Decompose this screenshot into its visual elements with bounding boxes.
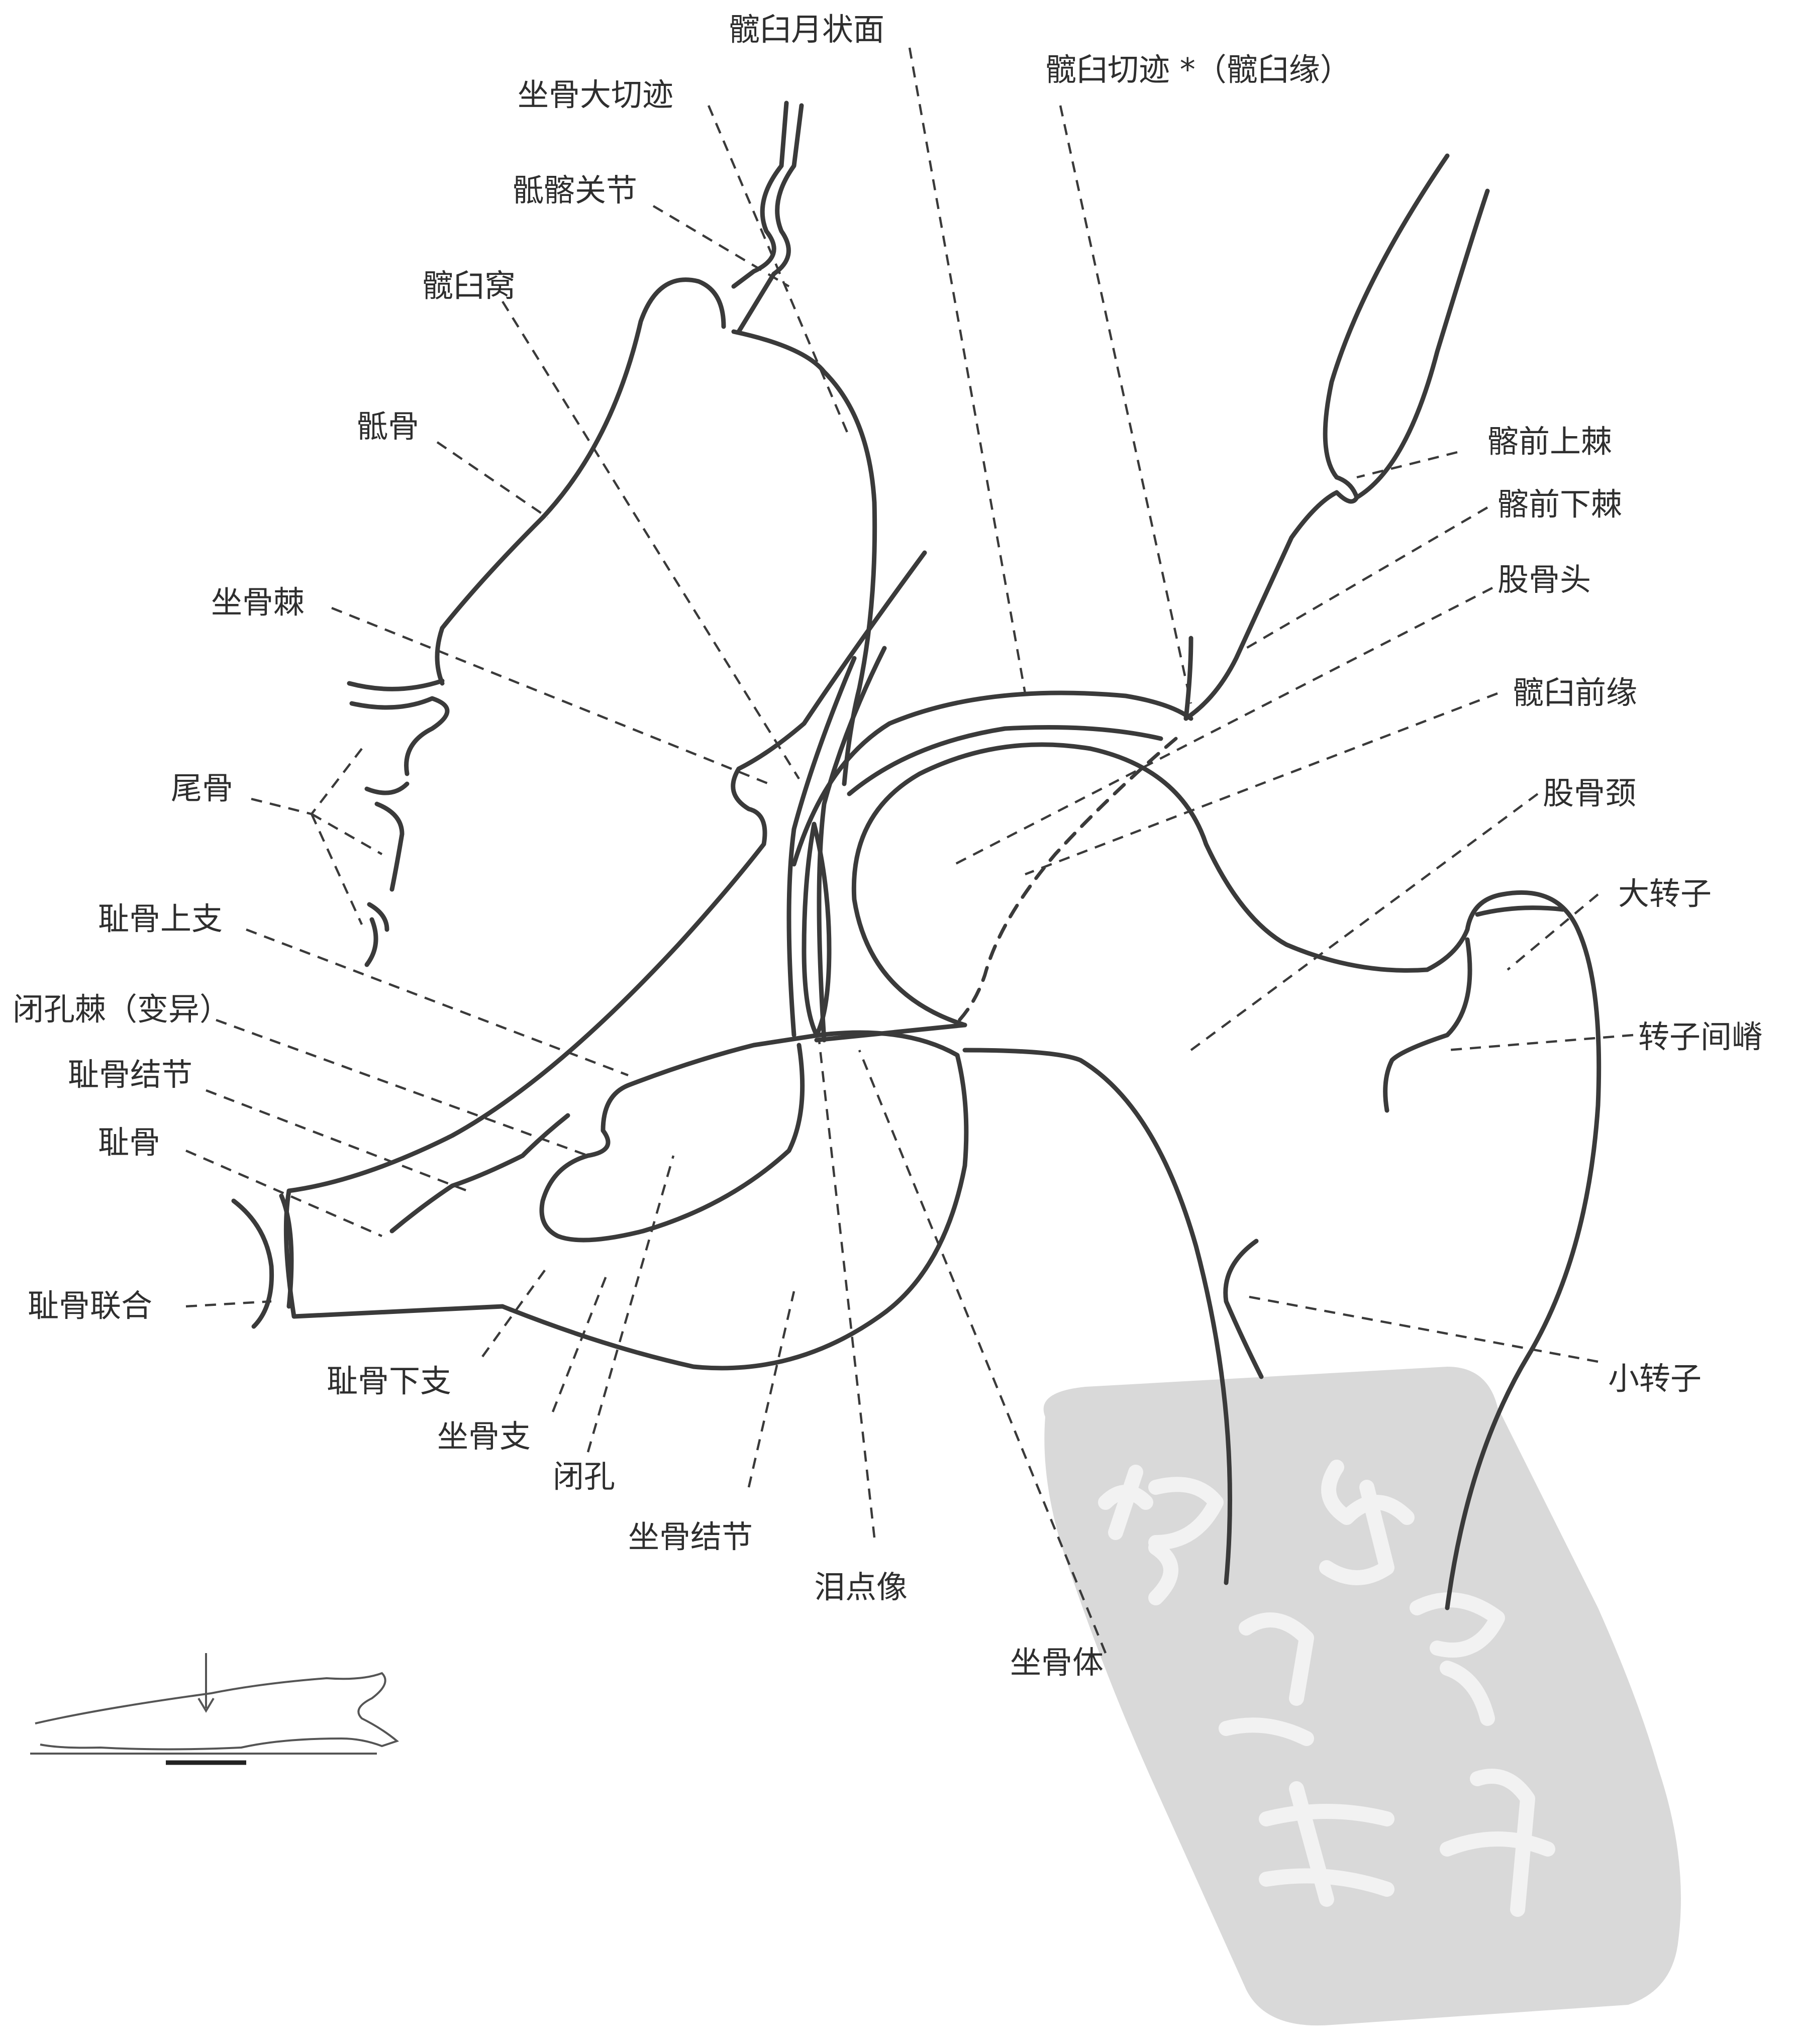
greater-trochanter-outline: [1425, 890, 1602, 1610]
label-femoral-head: 股骨头: [1498, 561, 1591, 598]
label-greater-sciatic-notch: 坐骨大切迹: [518, 76, 673, 113]
label-sacroiliac-joint: 骶髂关节: [513, 172, 637, 209]
coccyx-segment-3: [364, 781, 410, 795]
bone-outlines: [231, 100, 1602, 1610]
label-acetabular-fossa: 髋臼窝: [422, 267, 516, 304]
labels: 髋臼月状面 坐骨大切迹 髋臼切迹 *（髋臼缘） 骶髂关节 髋臼窝 骶骨 髂前上棘…: [13, 11, 1763, 1681]
acetabular-roof-outer: [791, 690, 1193, 867]
pubic-symphysis-outline-2: [279, 1193, 294, 1309]
label-ischial-tuberosity: 坐骨结节: [628, 1518, 753, 1555]
lesser-trochanter-outline: [1223, 1239, 1264, 1379]
ilium-posterior-outline: [731, 329, 877, 786]
anterior-acetabular-rim: [953, 737, 1178, 1027]
label-pubic-tubercle: 耻骨结节: [68, 1056, 192, 1093]
label-obturator-spine: 闭孔棘（变异）: [13, 991, 231, 1028]
iliac-anterior-crest: [1323, 153, 1450, 480]
seal-watermark: [1043, 1367, 1681, 2026]
label-aiis: 髂前下棘: [1498, 486, 1622, 523]
femoral-head-outline: [851, 742, 1430, 1028]
acetabular-notch-line: [1183, 636, 1193, 721]
label-coccyx: 尾骨: [171, 770, 233, 806]
label-acetabular-notch: 髋臼切迹 *（髋臼缘）: [1045, 51, 1351, 88]
pubic-crest: [389, 1113, 570, 1234]
label-asis: 髂前上棘: [1487, 423, 1612, 460]
label-femoral-neck: 股骨颈: [1543, 775, 1636, 811]
femoral-shaft-medial: [962, 1048, 1232, 1585]
sacrum-outline: [435, 277, 726, 686]
teardrop-lateral-line: [817, 646, 887, 1043]
label-acetabular-lunate-surface: 髋臼月状面: [729, 11, 884, 48]
label-obturator-foramen: 闭孔: [553, 1458, 615, 1495]
label-ischial-spine: 坐骨棘: [211, 584, 305, 621]
label-ischial-ramus: 坐骨支: [437, 1418, 531, 1455]
coccyx-segment-2: [349, 696, 450, 776]
teardrop-medial-line: [786, 656, 857, 1038]
sacroiliac-joint-line-2: [736, 103, 804, 334]
pubic-body-outline: [283, 1030, 969, 1371]
label-superior-pubic-ramus: 耻骨上支: [98, 900, 223, 937]
patient-position-icon: [30, 1653, 400, 1765]
coccyx-segment-1: [347, 678, 445, 691]
teardrop-base-line: [814, 1023, 967, 1043]
acetabular-roof-inner: [847, 725, 1163, 796]
teardrop-inner: [802, 822, 832, 1038]
coccyx-segment-4: [374, 801, 405, 892]
label-greater-trochanter: 大转子: [1618, 875, 1712, 912]
label-sacrum: 骶骨: [357, 408, 419, 445]
coccyx-segment-5: [367, 902, 389, 932]
label-intertrochanteric-crest: 转子间嵴: [1638, 1018, 1763, 1055]
label-teardrop: 泪点像: [814, 1569, 908, 1605]
leader-lines: [185, 47, 1634, 1654]
label-inferior-pubic-ramus: 耻骨下支: [327, 1363, 451, 1399]
label-lesser-trochanter: 小转子: [1608, 1360, 1702, 1397]
pubic-symphysis-outline: [231, 1198, 274, 1329]
intertrochanteric-crest: [1383, 905, 1565, 1113]
label-anterior-acetabular-rim: 髋臼前缘: [1513, 674, 1637, 711]
label-ischial-body: 坐骨体: [1010, 1644, 1104, 1681]
sacroiliac-joint-line: [731, 100, 789, 289]
iliac-anterior-crest-2: [1354, 188, 1490, 500]
label-pubis: 耻骨: [98, 1124, 160, 1161]
coccyx-segment-6: [364, 917, 378, 967]
ischial-spine-outline: [286, 550, 927, 1193]
label-pubic-symphysis: 耻骨联合: [28, 1287, 152, 1324]
